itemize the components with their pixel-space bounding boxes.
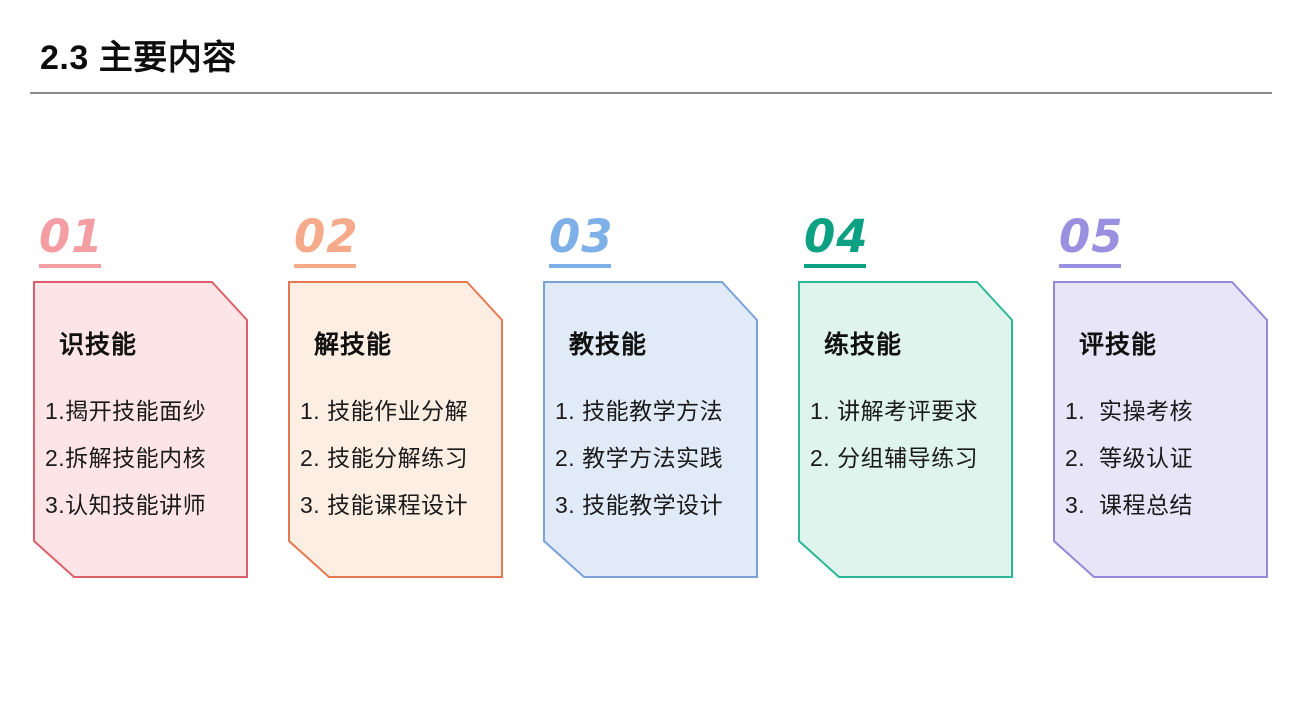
card-number-block: 04: [798, 213, 1013, 268]
list-item: 2.拆解技能内核: [45, 445, 207, 471]
card-body: 教技能 1. 技能教学方法 2. 教学方法实践 3. 技能教学设计: [543, 281, 758, 578]
content-card: 03 教技能 1. 技能教学方法 2. 教学方法实践 3. 技能教学设计: [543, 213, 758, 578]
card-body: 练技能 1. 讲解考评要求 2. 分组辅导练习: [798, 281, 1013, 578]
card-title: 评技能: [1079, 331, 1158, 359]
list-item: 1. 技能教学方法: [555, 398, 724, 424]
card-shape: [1053, 281, 1268, 578]
card-content: 识技能 1.揭开技能面纱 2.拆解技能内核 3.认知技能讲师: [33, 281, 248, 578]
card-items: 1. 技能作业分解 2. 技能分解练习 3. 技能课程设计: [300, 388, 497, 529]
card-shape: [33, 281, 248, 578]
card-title: 解技能: [314, 331, 393, 359]
card-shape: [798, 281, 1013, 578]
page-title: 2.3 主要内容: [40, 39, 237, 77]
list-item: 3. 课程总结: [1065, 492, 1193, 518]
list-item: 2. 技能分解练习: [300, 445, 469, 471]
card-number-underline: [294, 264, 356, 268]
card-number-underline: [39, 264, 101, 268]
card-body: 识技能 1.揭开技能面纱 2.拆解技能内核 3.认知技能讲师: [33, 281, 248, 578]
list-item: 2. 等级认证: [1065, 445, 1193, 471]
list-item: 2. 教学方法实践: [555, 445, 724, 471]
list-item: 3. 技能教学设计: [555, 492, 724, 518]
card-content: 解技能 1. 技能作业分解 2. 技能分解练习 3. 技能课程设计: [288, 281, 503, 578]
list-item: 3.认知技能讲师: [45, 492, 207, 518]
list-item: 2. 分组辅导练习: [810, 445, 979, 471]
card-number-text: 03: [549, 210, 614, 263]
list-item: 1. 技能作业分解: [300, 398, 469, 424]
content-card: 04 练技能 1. 讲解考评要求 2. 分组辅导练习: [798, 213, 1013, 578]
card-items: 1. 实操考核 2. 等级认证 3. 课程总结: [1065, 388, 1262, 529]
card-number-text: 02: [294, 210, 359, 263]
card-shape: [543, 281, 758, 578]
list-item: 1. 实操考核: [1065, 398, 1193, 424]
card-items: 1. 讲解考评要求 2. 分组辅导练习: [810, 388, 1007, 482]
content-card: 05 评技能 1. 实操考核 2. 等级认证 3. 课程总结: [1053, 213, 1268, 578]
list-item: 1.揭开技能面纱: [45, 398, 207, 424]
card-body: 解技能 1. 技能作业分解 2. 技能分解练习 3. 技能课程设计: [288, 281, 503, 578]
card-items: 1.揭开技能面纱 2.拆解技能内核 3.认知技能讲师: [45, 388, 242, 529]
card-number-underline: [549, 264, 611, 268]
card-title: 教技能: [569, 331, 648, 359]
card-number-text: 01: [39, 210, 104, 263]
list-item: 3. 技能课程设计: [300, 492, 469, 518]
list-item: 1. 讲解考评要求: [810, 398, 979, 424]
card-number-text: 04: [804, 210, 869, 263]
card-body: 评技能 1. 实操考核 2. 等级认证 3. 课程总结: [1053, 281, 1268, 578]
card-items: 1. 技能教学方法 2. 教学方法实践 3. 技能教学设计: [555, 388, 752, 529]
card-content: 教技能 1. 技能教学方法 2. 教学方法实践 3. 技能教学设计: [543, 281, 758, 578]
card-number-block: 02: [288, 213, 503, 268]
title-divider: [30, 92, 1272, 94]
card-shape: [288, 281, 503, 578]
card-number-block: 03: [543, 213, 758, 268]
card-number-block: 05: [1053, 213, 1268, 268]
card-number-block: 01: [33, 213, 248, 268]
content-card: 02 解技能 1. 技能作业分解 2. 技能分解练习 3. 技能课程设计: [288, 213, 503, 578]
card-number-underline: [804, 264, 866, 268]
card-title: 练技能: [824, 331, 903, 359]
content-card: 01 识技能 1.揭开技能面纱 2.拆解技能内核 3.认知技能讲师: [33, 213, 248, 578]
card-number-underline: [1059, 264, 1121, 268]
cards-row: 01 识技能 1.揭开技能面纱 2.拆解技能内核 3.认知技能讲师 02 解技能 1…: [33, 213, 1268, 578]
card-title: 识技能: [59, 331, 138, 359]
card-content: 评技能 1. 实操考核 2. 等级认证 3. 课程总结: [1053, 281, 1268, 578]
card-number-text: 05: [1059, 210, 1124, 263]
card-content: 练技能 1. 讲解考评要求 2. 分组辅导练习: [798, 281, 1013, 578]
